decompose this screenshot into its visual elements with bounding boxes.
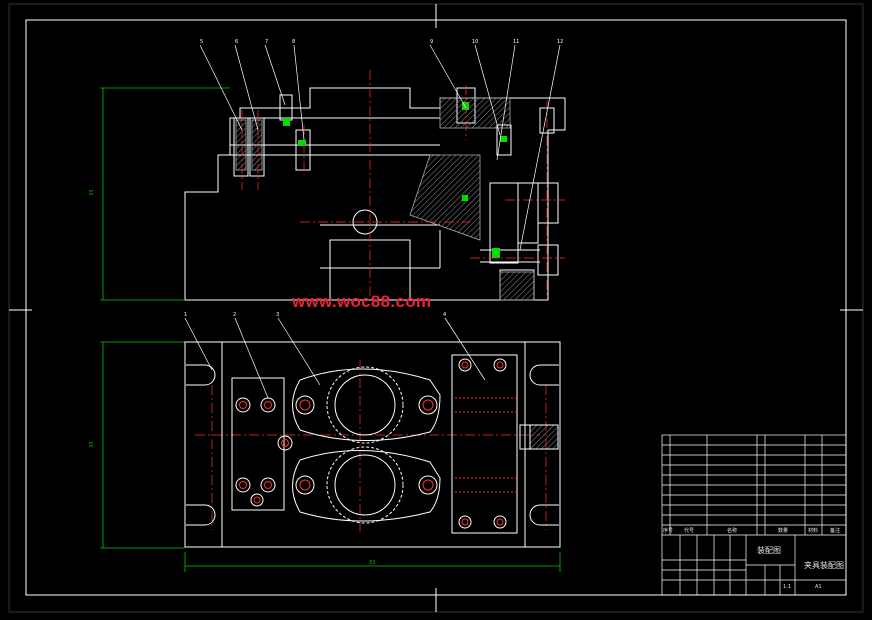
- hatched-sections: [235, 97, 535, 301]
- header-seq: 序号: [663, 528, 674, 534]
- header-code: 代号: [684, 528, 695, 534]
- svg-text:11: 11: [513, 39, 519, 45]
- svg-text:7: 7: [265, 39, 268, 45]
- svg-text:33: 33: [89, 190, 95, 196]
- svg-text:5: 5: [200, 39, 203, 45]
- leader-lines: 5 6 7 8 9 10 11 12 1 2 3 4: [184, 39, 563, 399]
- svg-text:33: 33: [369, 560, 375, 566]
- header-material: 材料: [808, 528, 819, 534]
- watermark-text: www.woc88.com: [292, 292, 432, 311]
- svg-text:2: 2: [233, 312, 236, 318]
- header-remarks: 备注: [830, 528, 841, 534]
- center-lines: [195, 70, 565, 535]
- sheet-size: A1: [815, 584, 822, 590]
- header-qty: 数量: [778, 528, 789, 534]
- bolts: [235, 358, 518, 529]
- svg-text:3: 3: [276, 312, 279, 318]
- svg-text:9: 9: [430, 39, 433, 45]
- header-name: 名称: [727, 528, 738, 534]
- drawing-frame: [8, 3, 864, 613]
- green-parts: [283, 102, 507, 258]
- sheet-type: 装配图: [757, 546, 781, 555]
- title-block: [661, 434, 847, 596]
- svg-text:33: 33: [89, 442, 95, 448]
- drawing-name: 夹具装配图: [804, 561, 844, 570]
- svg-text:12: 12: [557, 39, 563, 45]
- svg-text:1: 1: [184, 312, 187, 318]
- svg-text:10: 10: [472, 39, 478, 45]
- scale-value: 1:1: [783, 584, 792, 590]
- dimensions-top: 33 33 33: [89, 87, 561, 572]
- svg-text:8: 8: [292, 39, 295, 45]
- svg-text:6: 6: [235, 39, 238, 45]
- plan-view: [184, 341, 561, 548]
- svg-text:4: 4: [443, 312, 446, 318]
